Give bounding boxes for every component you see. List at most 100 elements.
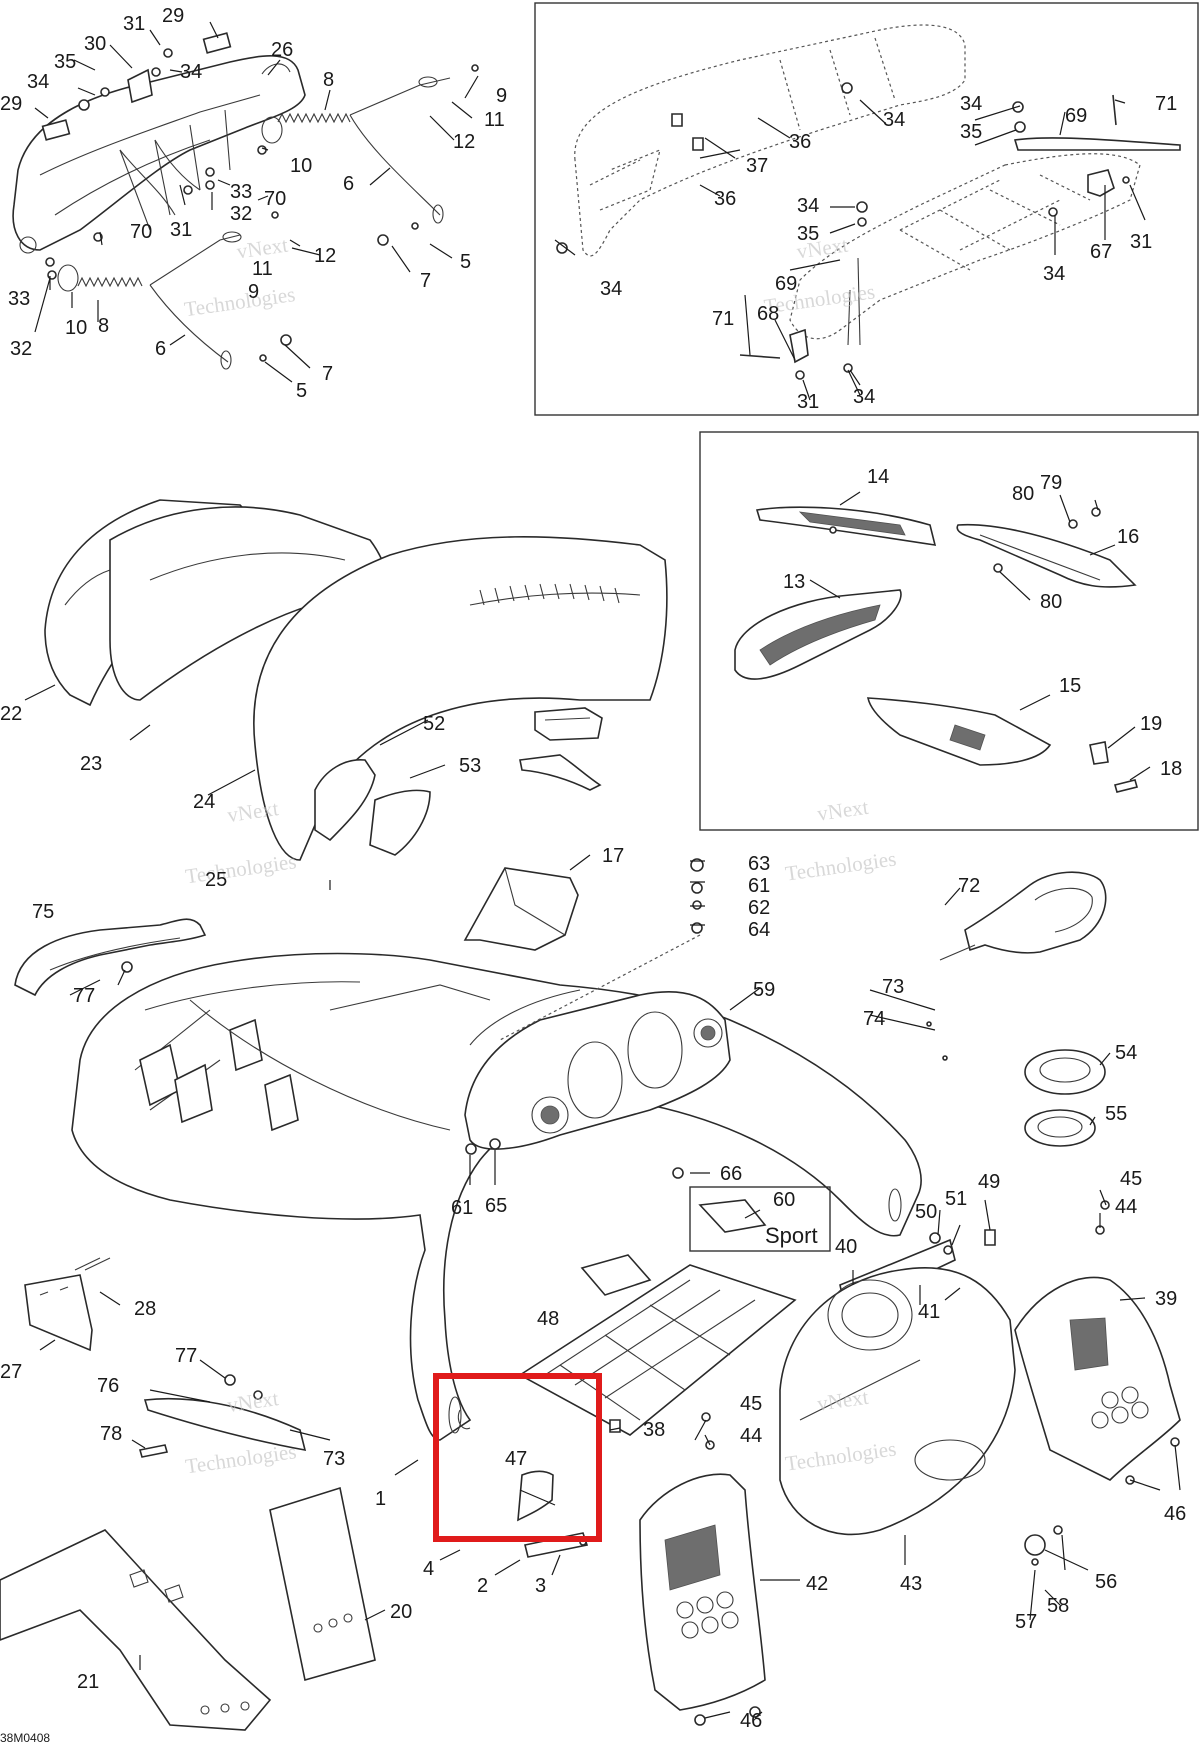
ring-54 bbox=[1024, 1049, 1106, 1095]
panel-21 bbox=[0, 1529, 272, 1731]
fasteners-top-right bbox=[556, 82, 1130, 380]
callout: 38 bbox=[643, 1419, 665, 1441]
dashboard-leader bbox=[499, 934, 701, 1041]
callout: 26 bbox=[271, 39, 293, 61]
callout: 39 bbox=[1155, 1288, 1177, 1310]
svg-text:Technologies: Technologies bbox=[184, 1439, 298, 1478]
callout: 44 bbox=[740, 1425, 762, 1447]
callout: 62 bbox=[748, 897, 770, 919]
callout: 6 bbox=[343, 173, 354, 195]
callout: 35 bbox=[797, 223, 819, 245]
vent-16 bbox=[956, 523, 1137, 588]
callout: 70 bbox=[130, 221, 152, 243]
spring-lower bbox=[57, 264, 143, 292]
callout: 34 bbox=[180, 61, 202, 83]
strip-76 bbox=[143, 1397, 307, 1452]
callout: 46 bbox=[740, 1710, 762, 1732]
drawing-code: 38M0408 bbox=[0, 1731, 50, 1745]
callout: 68 bbox=[757, 303, 779, 325]
strip-53 bbox=[519, 754, 602, 791]
callout: 32 bbox=[10, 338, 32, 360]
leader-lines bbox=[24, 21, 1181, 1719]
callout: 59 bbox=[753, 979, 775, 1001]
callout: 45 bbox=[1120, 1168, 1142, 1190]
callout: 73 bbox=[323, 1448, 345, 1470]
inner-panel-24b bbox=[314, 759, 431, 856]
watermark-1: vNext Technologies bbox=[183, 233, 297, 322]
callout: 42 bbox=[806, 1573, 828, 1595]
svg-text:Technologies: Technologies bbox=[183, 282, 297, 321]
callout: 69 bbox=[1065, 105, 1087, 127]
callout: 50 bbox=[915, 1201, 937, 1223]
callout: 31 bbox=[1130, 231, 1152, 253]
cable-lower bbox=[149, 234, 241, 363]
callout: 33 bbox=[8, 288, 30, 310]
inset-frame-top-right bbox=[534, 2, 1199, 416]
callout: 34 bbox=[27, 71, 49, 93]
callout: 29 bbox=[162, 5, 184, 27]
tray-48 bbox=[518, 1254, 797, 1436]
callout: 11 bbox=[252, 258, 273, 280]
callout: 40 bbox=[835, 1236, 857, 1258]
callout: 69 bbox=[775, 273, 797, 295]
panel-20 bbox=[269, 1486, 376, 1682]
watermark-4: vNext Technologies bbox=[784, 795, 898, 886]
callout: 74 bbox=[863, 1008, 885, 1030]
callout: 8 bbox=[323, 69, 334, 91]
callout: 55 bbox=[1105, 1103, 1127, 1125]
callout: 24 bbox=[193, 791, 215, 813]
callout: 56 bbox=[1095, 1571, 1117, 1593]
callout: 53 bbox=[459, 755, 481, 777]
emblem-box-60 bbox=[689, 1186, 831, 1252]
fasteners-top-left bbox=[45, 48, 479, 362]
callout: 10 bbox=[290, 155, 312, 177]
callout: 2 bbox=[477, 1575, 488, 1597]
callout: 14 bbox=[867, 466, 889, 488]
callout: 23 bbox=[80, 753, 102, 775]
callout: 29 bbox=[0, 93, 22, 115]
callout: 58 bbox=[1047, 1595, 1069, 1617]
callout: 31 bbox=[797, 391, 819, 413]
callout: 66 bbox=[720, 1163, 742, 1185]
callout: 34 bbox=[960, 93, 982, 115]
bracket-27 bbox=[24, 1257, 111, 1352]
callout: 51 bbox=[945, 1188, 967, 1210]
callout: 12 bbox=[453, 131, 475, 153]
emblem-text: Sport bbox=[765, 1223, 818, 1248]
callout: 47 bbox=[505, 1448, 527, 1470]
callout: 48 bbox=[537, 1308, 559, 1330]
callout: 70 bbox=[264, 188, 286, 210]
callout: 67 bbox=[1090, 241, 1112, 263]
emblem-60 bbox=[698, 1199, 767, 1233]
housing-43 bbox=[779, 1267, 1016, 1536]
ring-55 bbox=[1024, 1109, 1096, 1147]
callout: 44 bbox=[1115, 1196, 1137, 1218]
highlight-box bbox=[433, 1373, 602, 1542]
callout: 33 bbox=[230, 181, 252, 203]
callout: 7 bbox=[420, 270, 431, 292]
callout: 72 bbox=[958, 875, 980, 897]
callout: 6 bbox=[155, 338, 166, 360]
callout: 36 bbox=[714, 188, 736, 210]
callout: 7 bbox=[322, 363, 333, 385]
callout: 45 bbox=[740, 1393, 762, 1415]
fasteners-left-mid bbox=[138, 1374, 263, 1458]
callout: 35 bbox=[960, 121, 982, 143]
callout: 60 bbox=[773, 1189, 795, 1211]
callout: 41 bbox=[918, 1301, 940, 1323]
dashboard-59 bbox=[464, 989, 731, 1150]
callout: 10 bbox=[65, 317, 87, 339]
callout: 22 bbox=[0, 703, 22, 725]
callout: 31 bbox=[170, 219, 192, 241]
callout: 9 bbox=[248, 281, 259, 303]
callout: 11 bbox=[484, 109, 505, 131]
callout: 19 bbox=[1140, 713, 1162, 735]
callout: 64 bbox=[748, 919, 770, 941]
callout: 9 bbox=[496, 85, 507, 107]
inset-frame-middle-right bbox=[699, 431, 1199, 831]
vent-15 bbox=[867, 697, 1052, 766]
handle-75 bbox=[14, 918, 207, 997]
callout: 71 bbox=[1155, 93, 1177, 115]
callout: 80 bbox=[1012, 483, 1034, 505]
